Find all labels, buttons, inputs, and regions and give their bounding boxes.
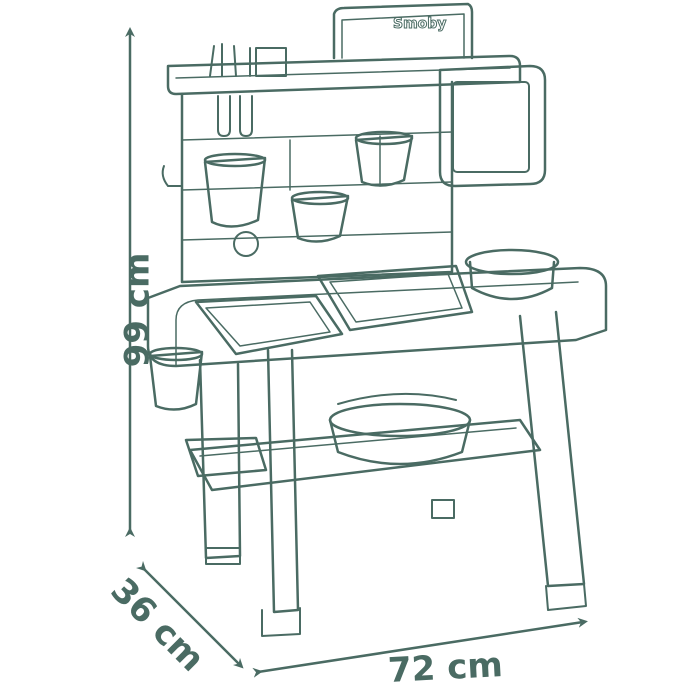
cooktop <box>316 264 474 332</box>
pot <box>464 248 560 276</box>
top-rack <box>166 54 522 96</box>
leg-left-front <box>198 358 242 560</box>
hanging-cup-large <box>203 156 267 228</box>
width-label: 72 cm <box>387 645 504 691</box>
counter-top <box>146 266 608 368</box>
hanging-cup-small <box>290 194 350 243</box>
back-panel <box>180 80 454 284</box>
side-board <box>438 64 547 188</box>
lower-shelf <box>188 418 542 492</box>
width-arrow <box>252 617 588 678</box>
side-cup <box>148 350 204 411</box>
side-shelf <box>184 436 268 478</box>
brand-logo: Smoby <box>392 16 447 33</box>
sink <box>194 294 344 356</box>
utensils <box>209 43 251 77</box>
depth-arrow <box>135 560 244 669</box>
foot-right <box>545 583 587 611</box>
hanging-cup-right <box>354 134 414 187</box>
brand-plate <box>332 2 474 60</box>
leg-right-front <box>518 310 586 588</box>
height-label: 99 cm <box>117 252 158 368</box>
